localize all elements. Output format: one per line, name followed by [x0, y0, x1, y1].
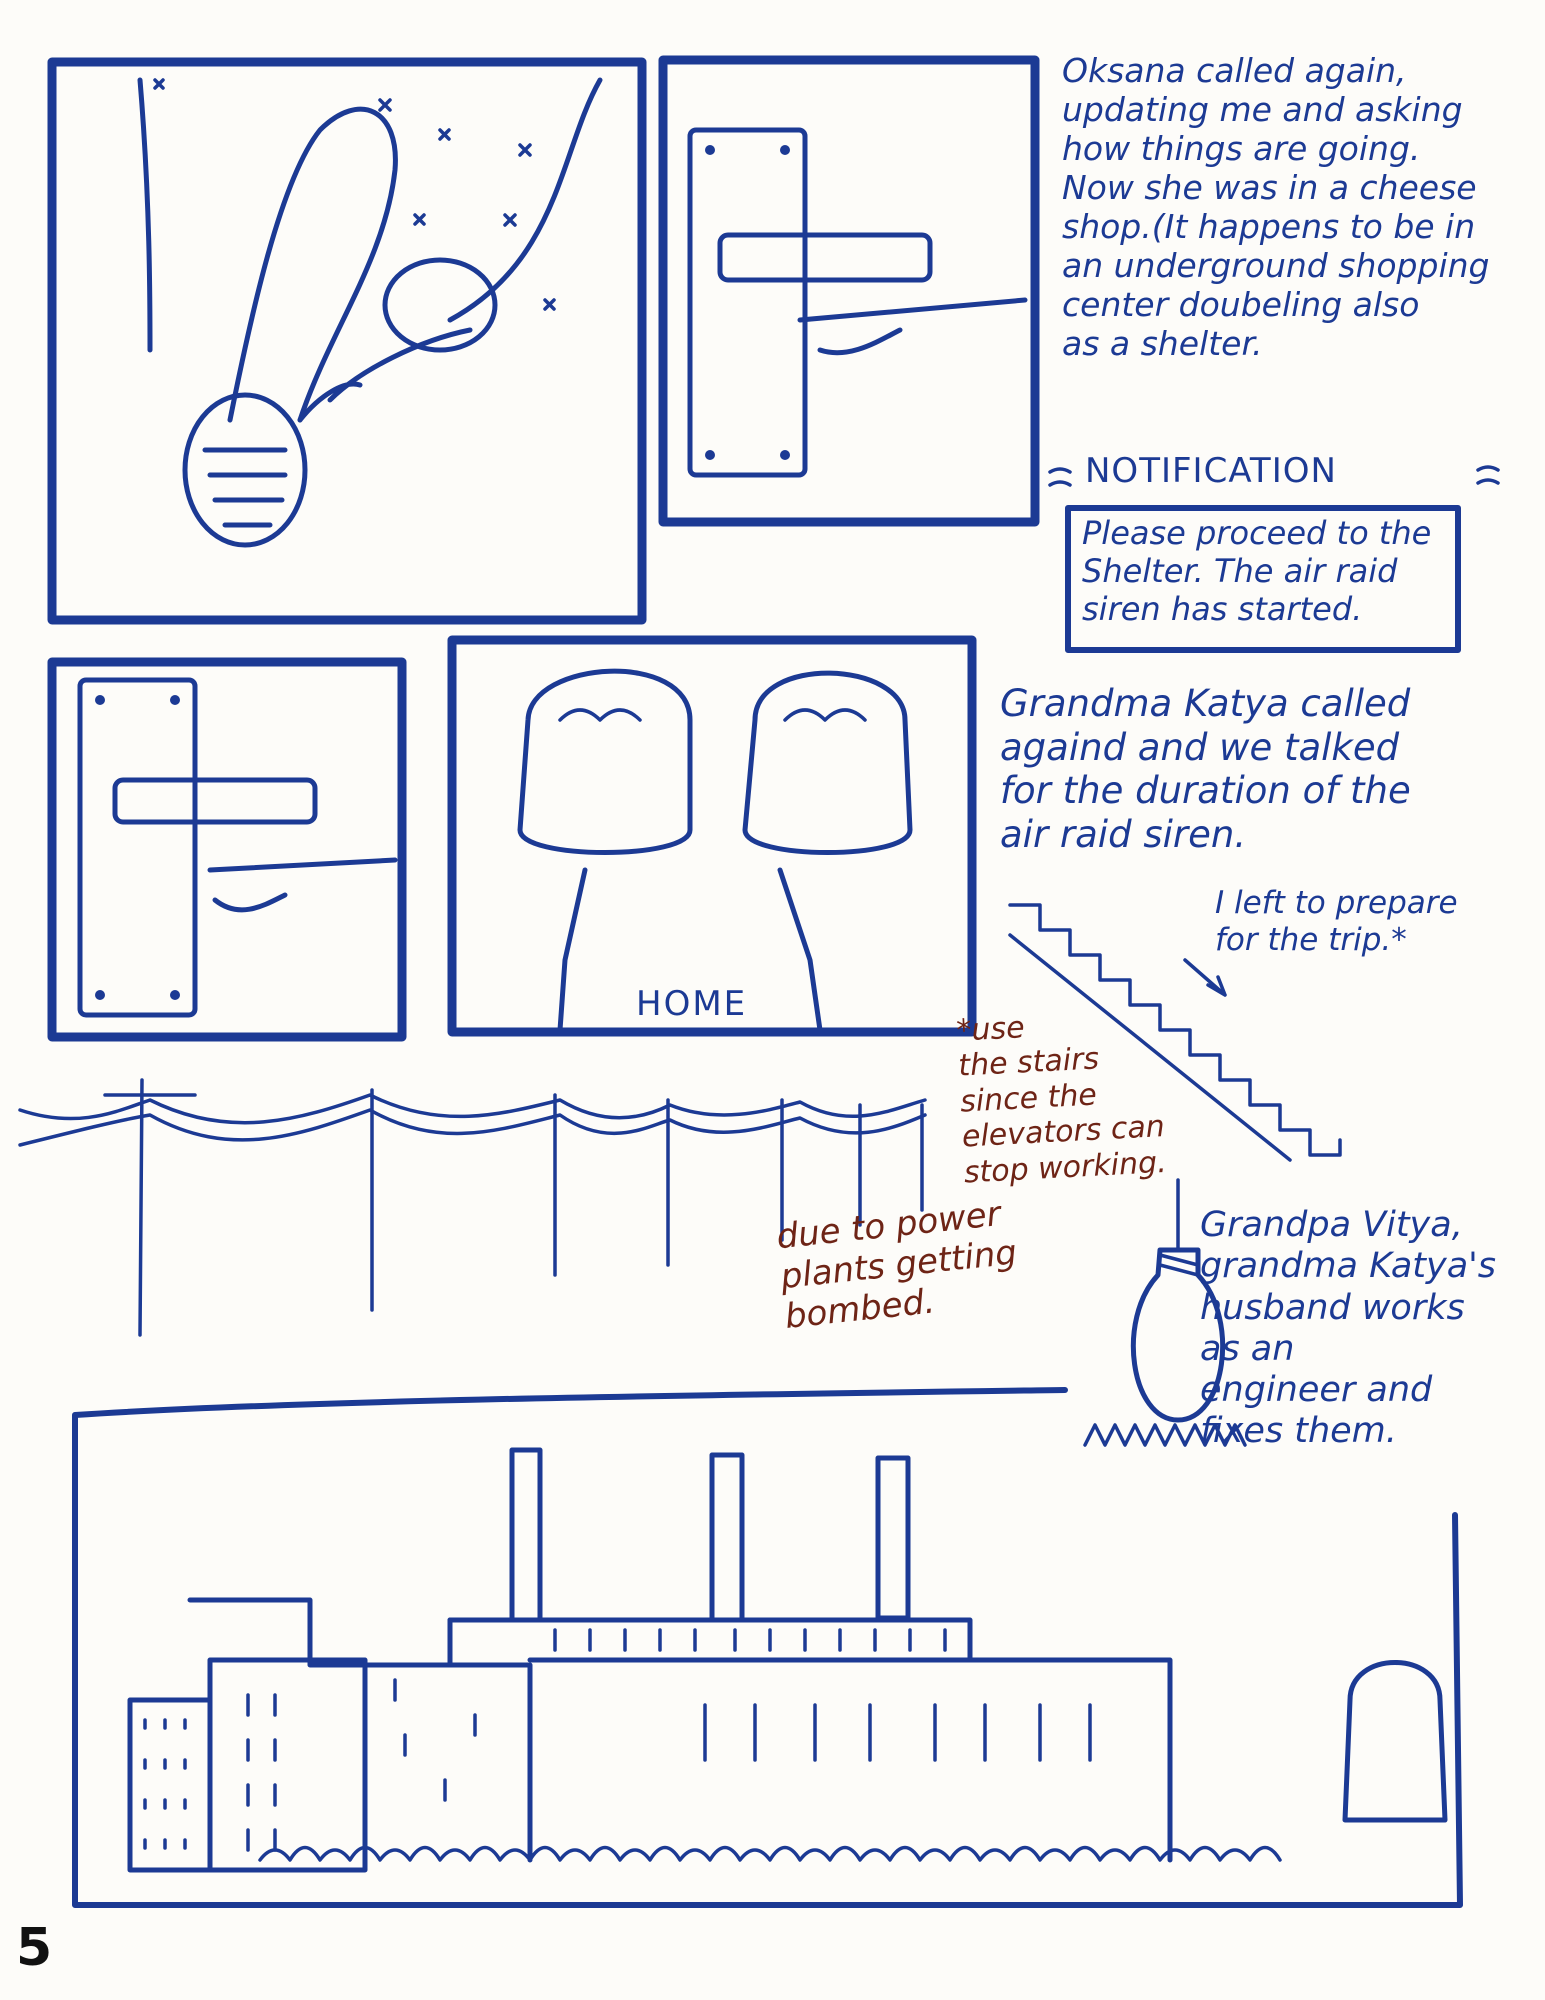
caption-grandma-katya: Grandma Katya called againd and we talke… — [1000, 682, 1411, 856]
panel-door-handle-1 — [658, 55, 1040, 527]
stairs-drawing — [1008, 903, 1342, 1162]
notification-box — [1048, 465, 1500, 653]
panel-shoe-tying — [47, 57, 647, 625]
caption-stairs-note: *use the stairs since the elevators can … — [955, 1010, 1168, 1191]
power-lines — [18, 1078, 927, 1337]
notification-message: Please proceed to the Shelter. The air r… — [1082, 514, 1432, 628]
caption-oksana: Oksana called again, updating me and ask… — [1062, 51, 1490, 363]
page-number: 5 — [16, 1918, 53, 1978]
panel-slippers-doormat — [447, 635, 977, 1037]
panel-door-handle-2 — [47, 657, 407, 1042]
doormat-home-label: HOME — [636, 984, 748, 1024]
caption-grandpa-vitya: Grandpa Vitya, grandma Katya's husband w… — [1200, 1205, 1497, 1452]
notification-title: NOTIFICATION — [1085, 451, 1337, 491]
caption-left-for-trip: I left to prepare for the trip.* — [1215, 885, 1458, 958]
lightbulb-icon — [1083, 1178, 1247, 1447]
panel-power-plant — [72, 1387, 1463, 1908]
